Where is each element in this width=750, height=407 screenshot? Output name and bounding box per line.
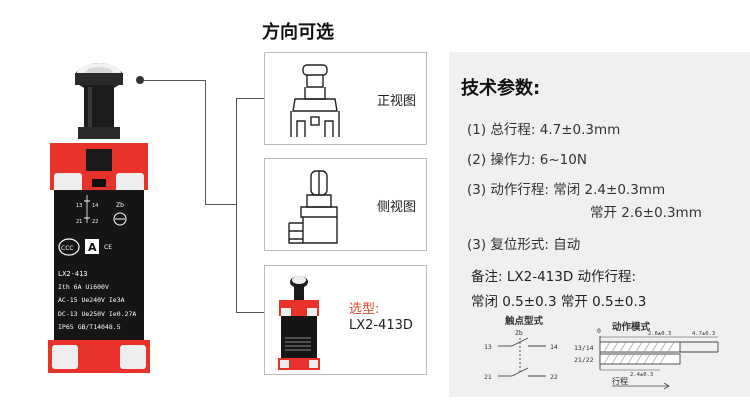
diagram-d47: 4.7±0.3	[692, 331, 715, 337]
side-view-drawing	[288, 170, 338, 244]
diagram-c14: 14	[550, 343, 558, 351]
model-option[interactable]: 选型: LX2-413D	[264, 265, 427, 375]
connector-line	[236, 98, 264, 99]
connector-line	[144, 80, 206, 81]
product-line-ac: AC-15 Ue240V Ie3A	[58, 296, 125, 304]
spec-panel: 技术参数: (1) 总行程: 4.7±0.3mm (2) 操作力: 6~10N …	[449, 52, 750, 397]
ce-mark: CE	[104, 244, 112, 251]
options-title: 方向可选	[262, 22, 334, 43]
diagram-c21: 21	[484, 373, 492, 381]
diagram-c13: 13	[484, 343, 492, 351]
spec-title: 技术参数:	[461, 78, 541, 99]
model-value: LX2-413D	[349, 318, 413, 333]
diagram-c22: 22	[550, 373, 558, 381]
terminal-21: 21	[76, 219, 82, 225]
side-view-option[interactable]: 侧视图	[264, 158, 427, 251]
product-photo: 13 14 21 22 Zb CCC A CE LX2-413 Ith 6A U…	[44, 55, 164, 375]
spec-total-stroke: (1) 总行程: 4.7±0.3mm	[467, 122, 621, 138]
diagram-zero: 0	[597, 327, 601, 335]
terminal-14: 14	[92, 203, 98, 209]
product-line-ith: Ith 6A Ui600V	[58, 283, 109, 291]
terminal-22: 22	[92, 219, 98, 225]
zb-mark: Zb	[116, 202, 124, 209]
contact-diagram-svg: Zb 13 14 21 22 0 13/14 21/22 2.6±0.3 4.7…	[484, 327, 719, 390]
product-line-dc: DC-13 Ue250V Ie0.27A	[58, 310, 136, 318]
spec-action-stroke-no: 常开 2.6±0.3mm	[590, 205, 702, 221]
spec-reset-type: (3) 复位形式: 自动	[467, 237, 581, 253]
terminal-13: 13	[76, 203, 82, 209]
product-line-ip: IP65 GB/T14048.5	[58, 323, 121, 331]
note-line-2: 常闭 0.5±0.3 常开 0.5±0.3	[471, 294, 647, 310]
product-model: LX2-413	[58, 270, 88, 278]
front-view-option[interactable]: 正视图	[264, 52, 427, 145]
diagram-d26: 2.6±0.3	[648, 331, 671, 337]
diagram-r2122: 21/22	[574, 356, 594, 364]
side-view-label: 侧视图	[376, 200, 416, 215]
diagram-r1314: 13/14	[574, 344, 594, 352]
note-line-1: 备注: LX2-413D 动作行程:	[471, 269, 637, 285]
connector-line	[205, 204, 236, 205]
contact-motion-diagram: Zb 13 14 21 22 0 13/14 21/22 2.6±0.3 4.7…	[470, 322, 740, 397]
diagram-d24: 2.4±0.3	[630, 372, 653, 378]
spec-action-stroke: (3) 动作行程: 常闭 2.4±0.3mm	[467, 182, 666, 198]
model-title: 选型:	[349, 302, 380, 317]
motion-mode-title: 动作模式	[612, 322, 651, 333]
model-photo	[278, 276, 320, 370]
connector-line	[205, 80, 206, 205]
diagram-stroke-label: 行程	[612, 376, 628, 386]
svg-text:A: A	[88, 241, 97, 254]
front-view-drawing	[290, 64, 340, 137]
spec-operating-force: (2) 操作力: 6~10N	[467, 152, 587, 168]
contact-type-title: 触点型式	[505, 316, 544, 327]
diagram-zb: Zb	[515, 329, 523, 337]
connector-line	[236, 98, 237, 313]
limit-switch-image: 13 14 21 22 Zb CCC A CE LX2-413 Ith 6A U…	[48, 63, 150, 373]
front-view-label: 正视图	[376, 94, 416, 109]
connector-line	[236, 312, 264, 313]
ccc-mark: CCC	[61, 245, 74, 252]
callout-dot	[136, 76, 144, 84]
